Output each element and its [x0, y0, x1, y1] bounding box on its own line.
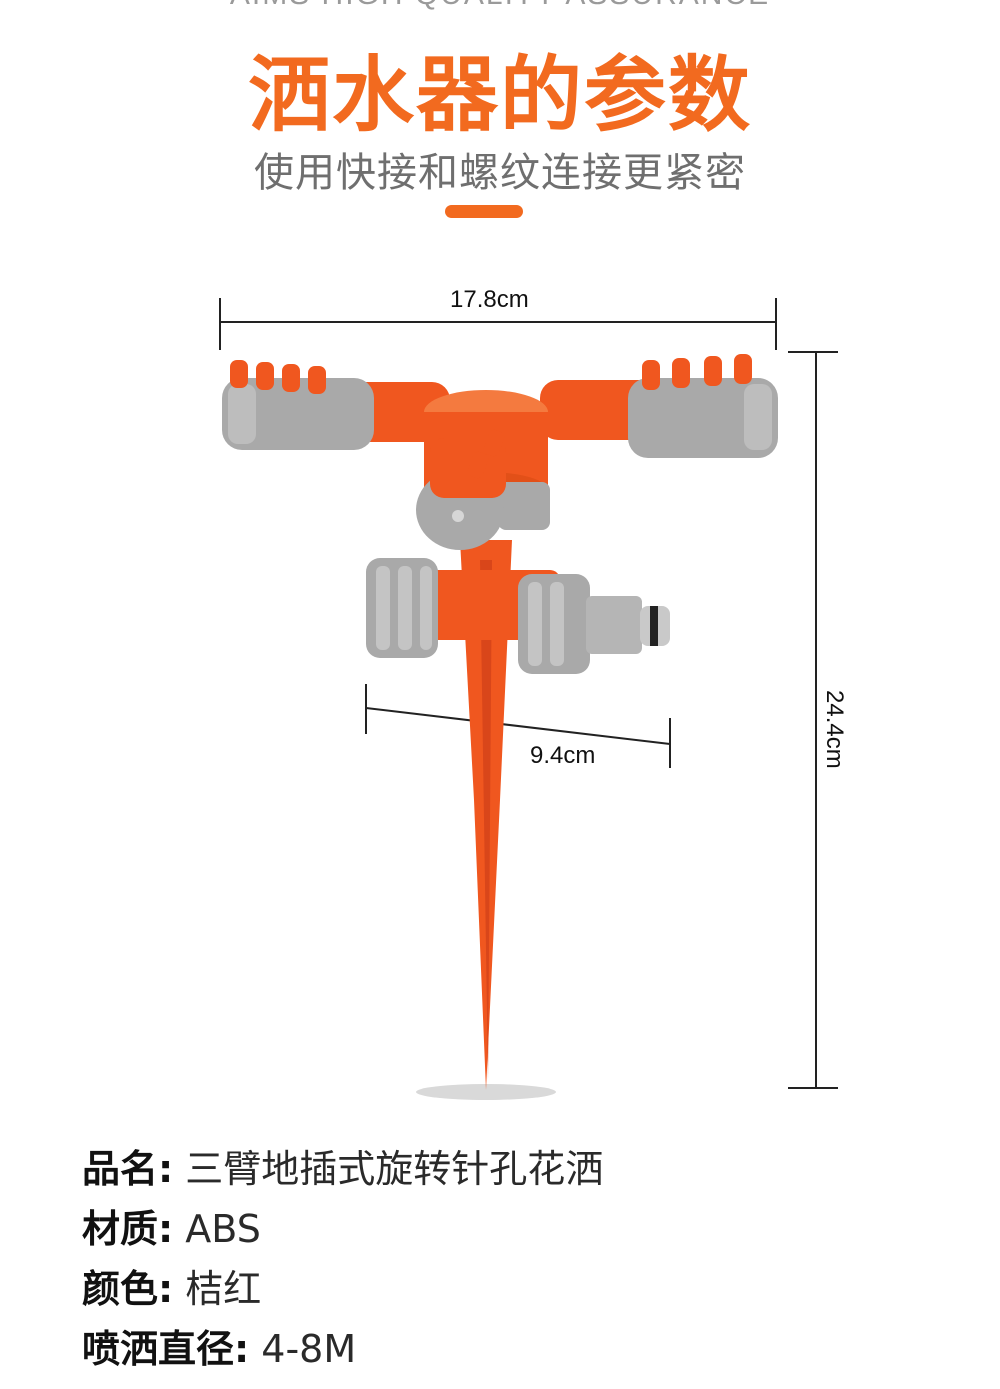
dimension-lines — [219, 298, 838, 1089]
page-title: 洒水器的参数 — [247, 48, 752, 143]
page-subtitle: 使用快接和螺纹连接更紧密 — [254, 150, 746, 196]
spec-row-spray-diameter: 喷洒直径: 4-8M — [82, 1318, 603, 1378]
sprinkler-drawing — [222, 354, 778, 1100]
dimension-width-label: 17.8cm — [450, 286, 529, 313]
spec-label: 颜色: — [82, 1267, 174, 1311]
spec-label: 喷洒直径: — [82, 1327, 250, 1371]
dimension-depth-label: 9.4cm — [530, 742, 596, 769]
tagline: AIMS HIGH QUALITY ASSURANCE — [0, 0, 1000, 12]
spec-list: 品名: 三臂地插式旋转针孔花洒 材质: ABS 颜色: 桔红 喷洒直径: 4-8… — [82, 1138, 603, 1378]
spec-row-material: 材质: ABS — [82, 1198, 603, 1258]
spec-value: ABS — [185, 1207, 261, 1251]
spec-row-color: 颜色: 桔红 — [82, 1258, 603, 1318]
spec-value: 4-8M — [261, 1327, 357, 1371]
depth-line — [365, 707, 671, 745]
dimension-height-label: 24.4cm — [821, 690, 848, 769]
spec-label: 材质: — [82, 1207, 174, 1251]
spec-label: 品名: — [82, 1147, 174, 1191]
spec-row-name: 品名: 三臂地插式旋转针孔花洒 — [82, 1138, 603, 1198]
accent-bar — [445, 205, 523, 218]
spec-value: 桔红 — [185, 1267, 262, 1311]
spec-value: 三臂地插式旋转针孔花洒 — [185, 1147, 604, 1191]
